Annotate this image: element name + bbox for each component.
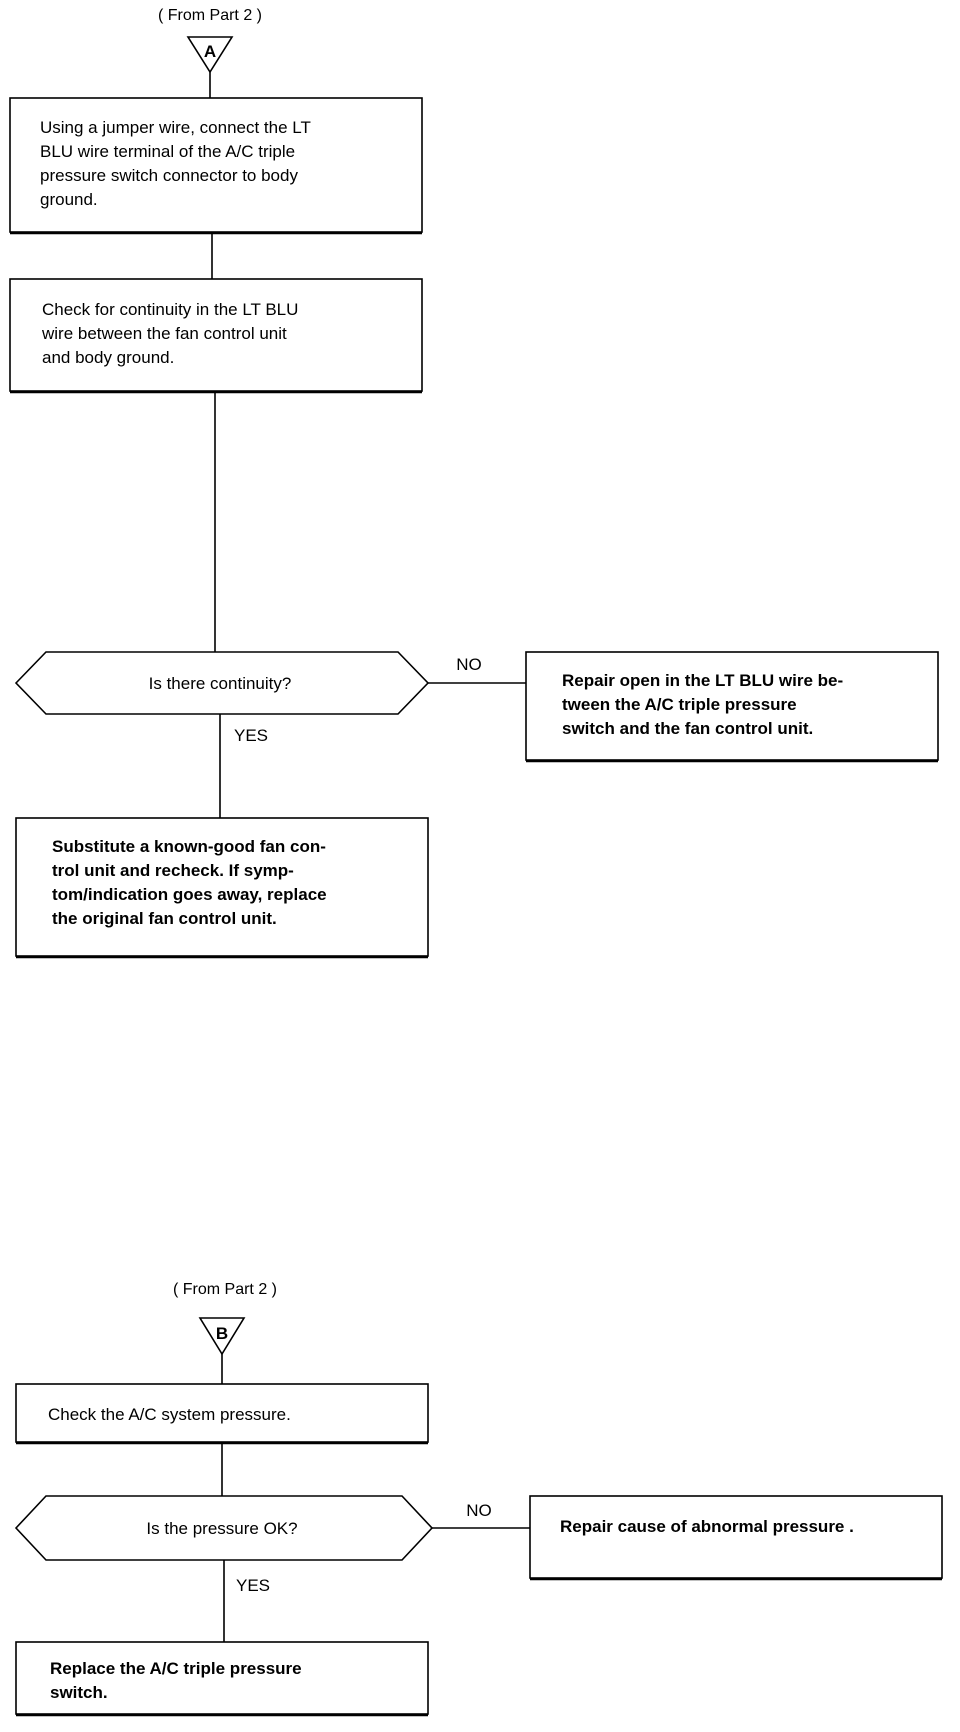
part-a-no-action-line2: tween the A/C triple pressure xyxy=(562,695,797,714)
part-a-yes-action-line1: Substitute a known-good fan con- xyxy=(52,837,326,856)
part-a-step2-line1: Check for continuity in the LT BLU xyxy=(42,300,298,319)
part-b-no-action-line1: Repair cause of abnormal pressure . xyxy=(560,1517,854,1536)
svg-text:Repair open in the LT BLU wire: Repair open in the LT BLU wire be- tween… xyxy=(562,671,848,738)
part-a-step1-line3: pressure switch connector to body xyxy=(40,166,298,185)
part-a-step-check-continuity: Check for continuity in the LT BLU wire … xyxy=(9,278,423,394)
part-a-connector-a: A xyxy=(186,36,234,74)
part-b-question: Is the pressure OK? xyxy=(146,1519,297,1538)
part-a-from-label: ( From Part 2 ) xyxy=(158,7,262,24)
svg-text:Replace the A/C triple pressur: Replace the A/C triple pressure switch. xyxy=(50,1659,306,1702)
part-a-step-jumper-wire: Using a jumper wire, connect the LT BLU … xyxy=(9,97,423,235)
part-a-yes-action-substitute: Substitute a known-good fan con- trol un… xyxy=(15,817,429,959)
part-b-no-action-repair-pressure: Repair cause of abnormal pressure . xyxy=(529,1495,943,1581)
part-a-step1-line4: ground. xyxy=(40,190,98,209)
part-a-step2-line2: wire between the fan control unit xyxy=(41,324,287,343)
part-a-yes-action-line4: the original fan control unit. xyxy=(52,909,277,928)
svg-text:Using a jumper wire, connect t: Using a jumper wire, connect the LT BLU … xyxy=(40,118,315,209)
part-a-no-action-line3: switch and the fan control unit. xyxy=(562,719,813,738)
part-a-step2-line3: and body ground. xyxy=(42,348,174,367)
part-b-yes-action-line2: switch. xyxy=(50,1683,108,1702)
svg-text:Substitute a known-good fan co: Substitute a known-good fan con- trol un… xyxy=(52,837,331,928)
part-a-yes-label: YES xyxy=(234,726,268,745)
part-a-step1-line2: BLU wire terminal of the A/C triple xyxy=(40,142,295,161)
part-b-step-check-pressure: Check the A/C system pressure. xyxy=(15,1383,429,1445)
part-a-yes-action-line3: tom/indication goes away, replace xyxy=(52,885,327,904)
part-b-connector-letter: B xyxy=(216,1324,228,1343)
part-a-decision-continuity: Is there continuity? xyxy=(14,651,430,715)
part-a-question: Is there continuity? xyxy=(149,674,292,693)
part-b-decision-pressure: Is the pressure OK? xyxy=(14,1495,434,1561)
part-a-connector-letter: A xyxy=(204,42,216,61)
part-b-yes-action-line1: Replace the A/C triple pressure xyxy=(50,1659,302,1678)
part-b-connector-b: B xyxy=(198,1317,246,1356)
part-a-no-action-repair-open: Repair open in the LT BLU wire be- tween… xyxy=(525,651,939,763)
part-a-no-action-line1: Repair open in the LT BLU wire be- xyxy=(562,671,843,690)
part-b-yes-label: YES xyxy=(236,1576,270,1595)
part-a-step1-line1: Using a jumper wire, connect the LT xyxy=(40,118,311,137)
part-b-from-label: ( From Part 2 ) xyxy=(173,1281,277,1298)
svg-text:Check for continuity in the LT: Check for continuity in the LT BLU wire … xyxy=(41,300,303,367)
part-b-step1-line1: Check the A/C system pressure. xyxy=(48,1405,291,1424)
part-a-no-label: NO xyxy=(456,655,482,674)
part-b-yes-action-replace-switch: Replace the A/C triple pressure switch. xyxy=(15,1641,429,1717)
part-b-no-label: NO xyxy=(466,1501,492,1520)
part-a-yes-action-line2: trol unit and recheck. If symp- xyxy=(52,861,294,880)
